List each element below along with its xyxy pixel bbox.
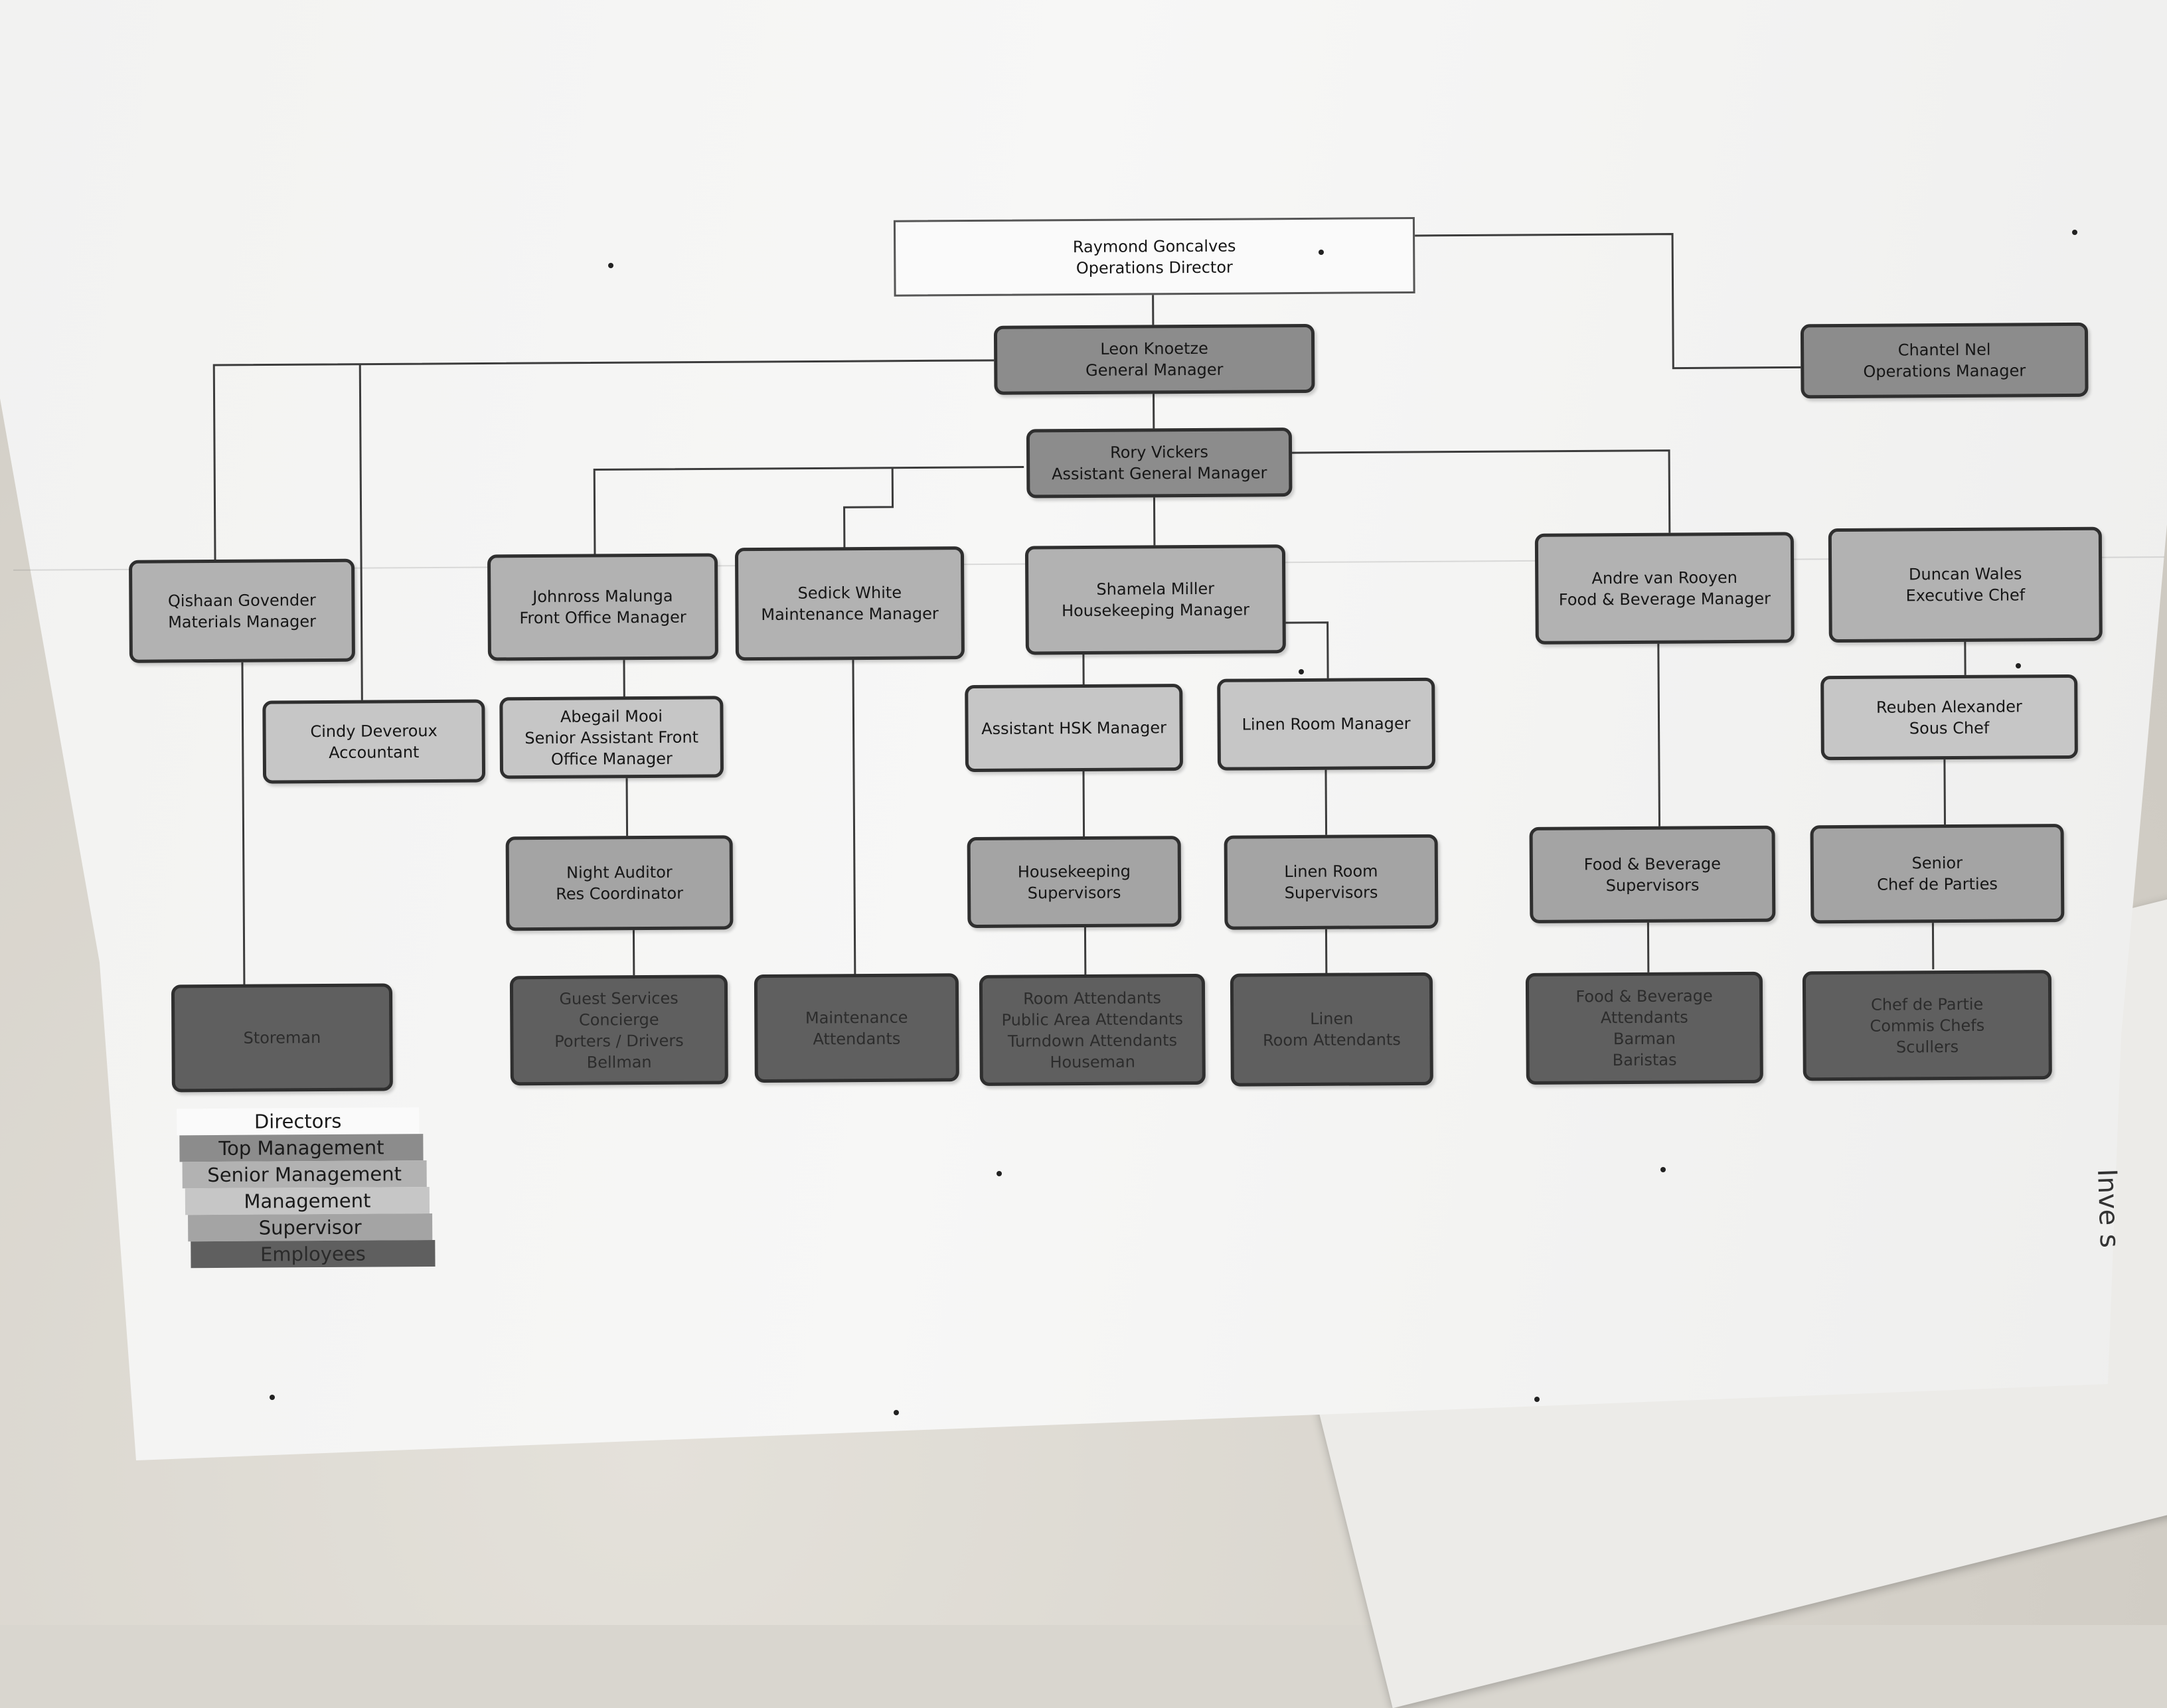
underlying-sheet-text: Inve s (2091, 1168, 2125, 1249)
paper-specks (0, 0, 2167, 1625)
